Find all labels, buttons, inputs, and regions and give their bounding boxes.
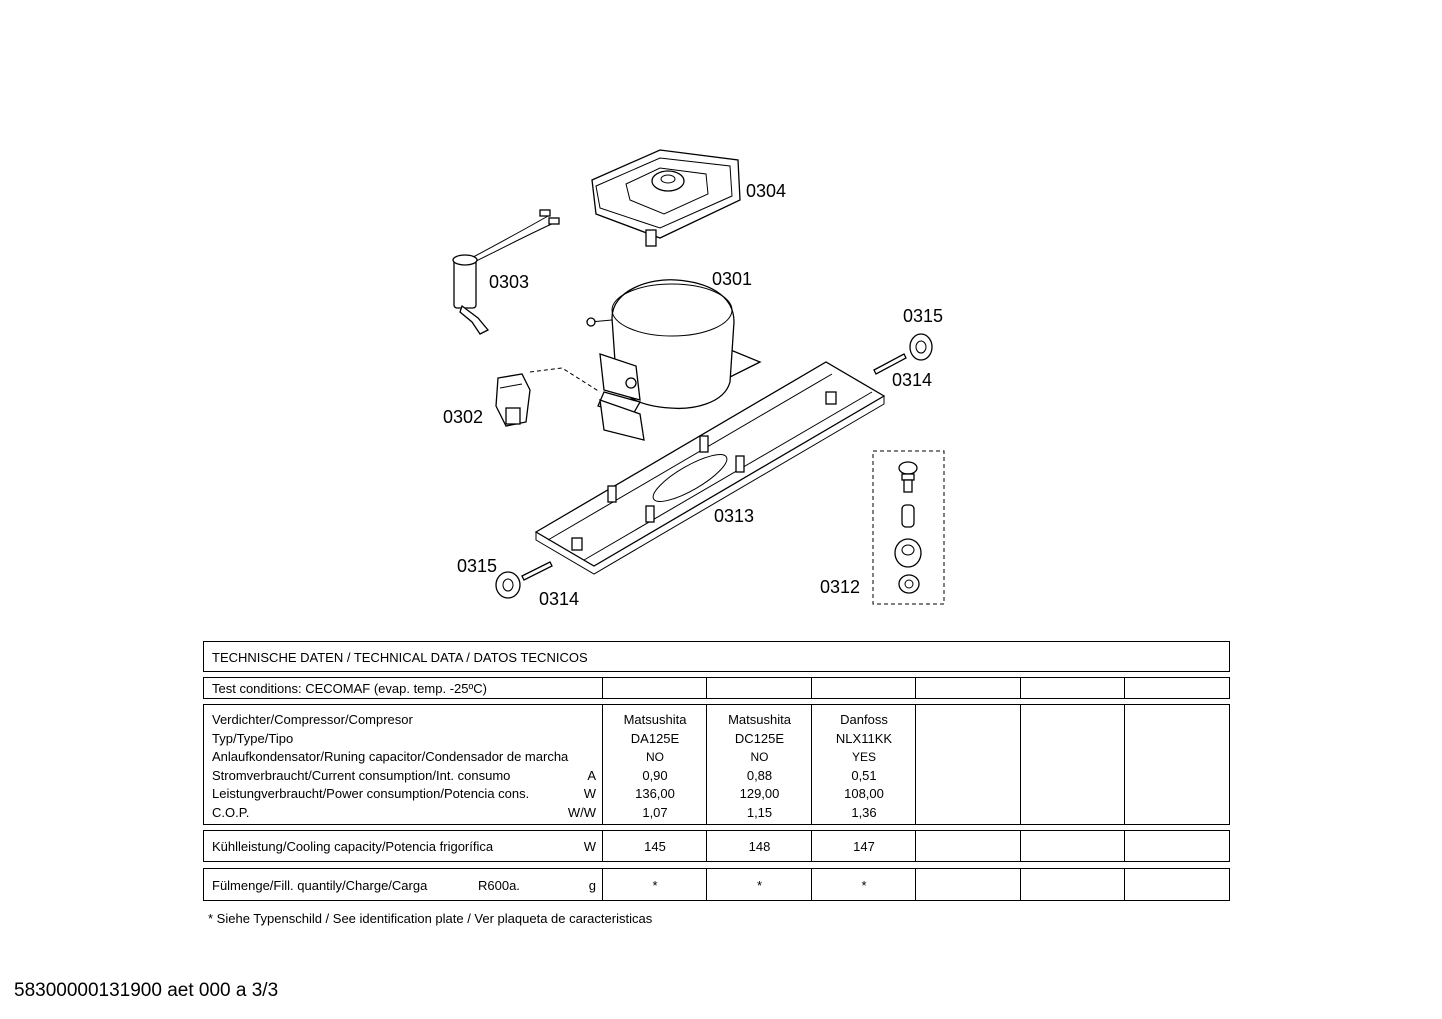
label-type: Typ/Type/Tipo bbox=[212, 730, 294, 746]
label-charge: Fülmenge/Fill. quantily/Charge/Carga bbox=[212, 878, 428, 893]
part-label-0314-top: 0314 bbox=[892, 370, 932, 390]
spec-col-3: Danfoss NLX11KK YES 0,51 108,00 1,36 bbox=[811, 705, 916, 824]
col-2-charge: * bbox=[706, 869, 812, 900]
spec-labels: Verdichter/Compressor/Compresor Typ/Type… bbox=[212, 711, 600, 822]
col-3-cooling: 147 bbox=[811, 831, 916, 861]
part-label-0313: 0313 bbox=[714, 506, 754, 526]
test-conditions-row: Test conditions: CECOMAF (evap. temp. -2… bbox=[203, 677, 1230, 699]
rubber-grommet-bottom-part bbox=[495, 571, 521, 599]
col-2-compressor: Matsushita bbox=[728, 712, 791, 727]
col-2-type: DC125E bbox=[734, 730, 785, 746]
col-1-cell bbox=[602, 678, 707, 698]
col-2-cop: 1,15 bbox=[746, 804, 773, 820]
col-3-cop: 1,36 bbox=[851, 804, 877, 820]
col-1-cooling: 145 bbox=[602, 831, 707, 861]
col-1-compressor: Matsushita bbox=[623, 712, 687, 727]
table-title: TECHNISCHE DATEN / TECHNICAL DATA / DATO… bbox=[203, 641, 1230, 672]
spec-col-5 bbox=[1020, 705, 1125, 824]
spec-col-2: Matsushita DC125E NO 0,88 129,00 1,15 bbox=[706, 705, 812, 824]
col-2-power: 129,00 bbox=[739, 786, 780, 801]
col-6-cooling bbox=[1124, 831, 1229, 861]
pin-top-part bbox=[873, 353, 907, 375]
part-label-0304: 0304 bbox=[746, 181, 786, 201]
part-label-0315-bottom: 0315 bbox=[457, 556, 497, 576]
col-3-cell bbox=[811, 678, 916, 698]
cooling-capacity-row: Kühlleistung/Cooling capacity/Potencia f… bbox=[203, 830, 1230, 862]
relay-part bbox=[495, 373, 531, 427]
spec-units: A W W/W bbox=[544, 711, 596, 822]
col-2-cell bbox=[706, 678, 812, 698]
label-refrigerant: R600a. bbox=[478, 878, 520, 893]
col-5-cooling bbox=[1020, 831, 1125, 861]
unit-power: W bbox=[583, 786, 596, 801]
part-label-0303: 0303 bbox=[489, 272, 529, 292]
col-4-charge bbox=[915, 869, 1021, 900]
pin-bottom-part bbox=[521, 561, 553, 581]
col-4-cell bbox=[915, 678, 1021, 698]
compressor-spec-block: Verdichter/Compressor/Compresor Typ/Type… bbox=[203, 704, 1230, 825]
col-6-charge bbox=[1124, 869, 1229, 900]
unit-cooling: W bbox=[583, 839, 596, 854]
table-title-text: TECHNISCHE DATEN / TECHNICAL DATA / DATO… bbox=[212, 650, 588, 665]
refrigerant-charge-row: Fülmenge/Fill. quantily/Charge/Carga R60… bbox=[203, 868, 1230, 901]
col-5-cell bbox=[1020, 678, 1125, 698]
unit-cop: W/W bbox=[567, 804, 596, 820]
col-2-capacitor: NO bbox=[750, 750, 769, 764]
part-label-0315-top: 0315 bbox=[903, 306, 943, 326]
label-current: Stromverbraucht/Current consumption/Int.… bbox=[212, 767, 511, 783]
capacitor-part bbox=[452, 209, 560, 335]
test-conditions-label: Test conditions: CECOMAF (evap. temp. -2… bbox=[212, 681, 487, 696]
compressor-part bbox=[586, 279, 762, 441]
spec-col-4 bbox=[915, 705, 1021, 824]
rubber-grommet-top-part bbox=[909, 333, 933, 361]
col-1-type: DA125E bbox=[630, 730, 680, 746]
unit-current: A bbox=[587, 767, 596, 783]
mounting-rail-part bbox=[534, 361, 886, 575]
footnote: * Siehe Typenschild / See identification… bbox=[208, 911, 653, 926]
col-1-cop: 1,07 bbox=[642, 804, 668, 820]
col-3-current: 0,51 bbox=[851, 767, 877, 783]
col-3-compressor: Danfoss bbox=[840, 712, 888, 727]
label-cop: C.O.P. bbox=[212, 804, 250, 820]
col-3-type: NLX11KK bbox=[835, 730, 893, 746]
col-5-charge bbox=[1020, 869, 1125, 900]
part-label-0302: 0302 bbox=[443, 407, 483, 427]
part-label-0312: 0312 bbox=[820, 577, 860, 597]
col-1-power: 136,00 bbox=[635, 786, 675, 801]
label-compressor: Verdichter/Compressor/Compresor bbox=[212, 712, 413, 727]
col-1-capacitor: NO bbox=[646, 750, 664, 764]
part-label-0301: 0301 bbox=[712, 269, 752, 289]
label-cooling: Kühlleistung/Cooling capacity/Potencia f… bbox=[212, 839, 494, 854]
label-power: Leistungverbraucht/Power consumption/Pot… bbox=[212, 786, 530, 801]
col-1-charge: * bbox=[602, 869, 707, 900]
exploded-parts-diagram: 0304 0303 0301 0315 0314 0302 0313 0315 … bbox=[443, 149, 945, 609]
col-3-charge: * bbox=[811, 869, 916, 900]
col-2-cooling: 148 bbox=[706, 831, 812, 861]
document-id: 58300000131900 aet 000 a 3/3 bbox=[14, 980, 279, 1001]
col-6-cell bbox=[1124, 678, 1229, 698]
label-capacitor: Anlaufkondensator/Runing capacitor/Conde… bbox=[212, 749, 569, 764]
col-3-capacitor: YES bbox=[851, 750, 876, 764]
col-3-power: 108,00 bbox=[844, 786, 884, 801]
col-4-cooling bbox=[915, 831, 1021, 861]
col-1-current: 0,90 bbox=[642, 767, 668, 783]
col-2-current: 0,88 bbox=[746, 767, 773, 783]
cover-tray-part bbox=[591, 149, 741, 247]
part-label-0314-bottom: 0314 bbox=[539, 589, 579, 609]
fastening-kit-part bbox=[872, 450, 945, 605]
unit-charge: g bbox=[588, 878, 596, 893]
spec-col-6 bbox=[1124, 705, 1229, 824]
spec-col-1: Matsushita DA125E NO 0,90 136,00 1,07 bbox=[602, 705, 707, 824]
